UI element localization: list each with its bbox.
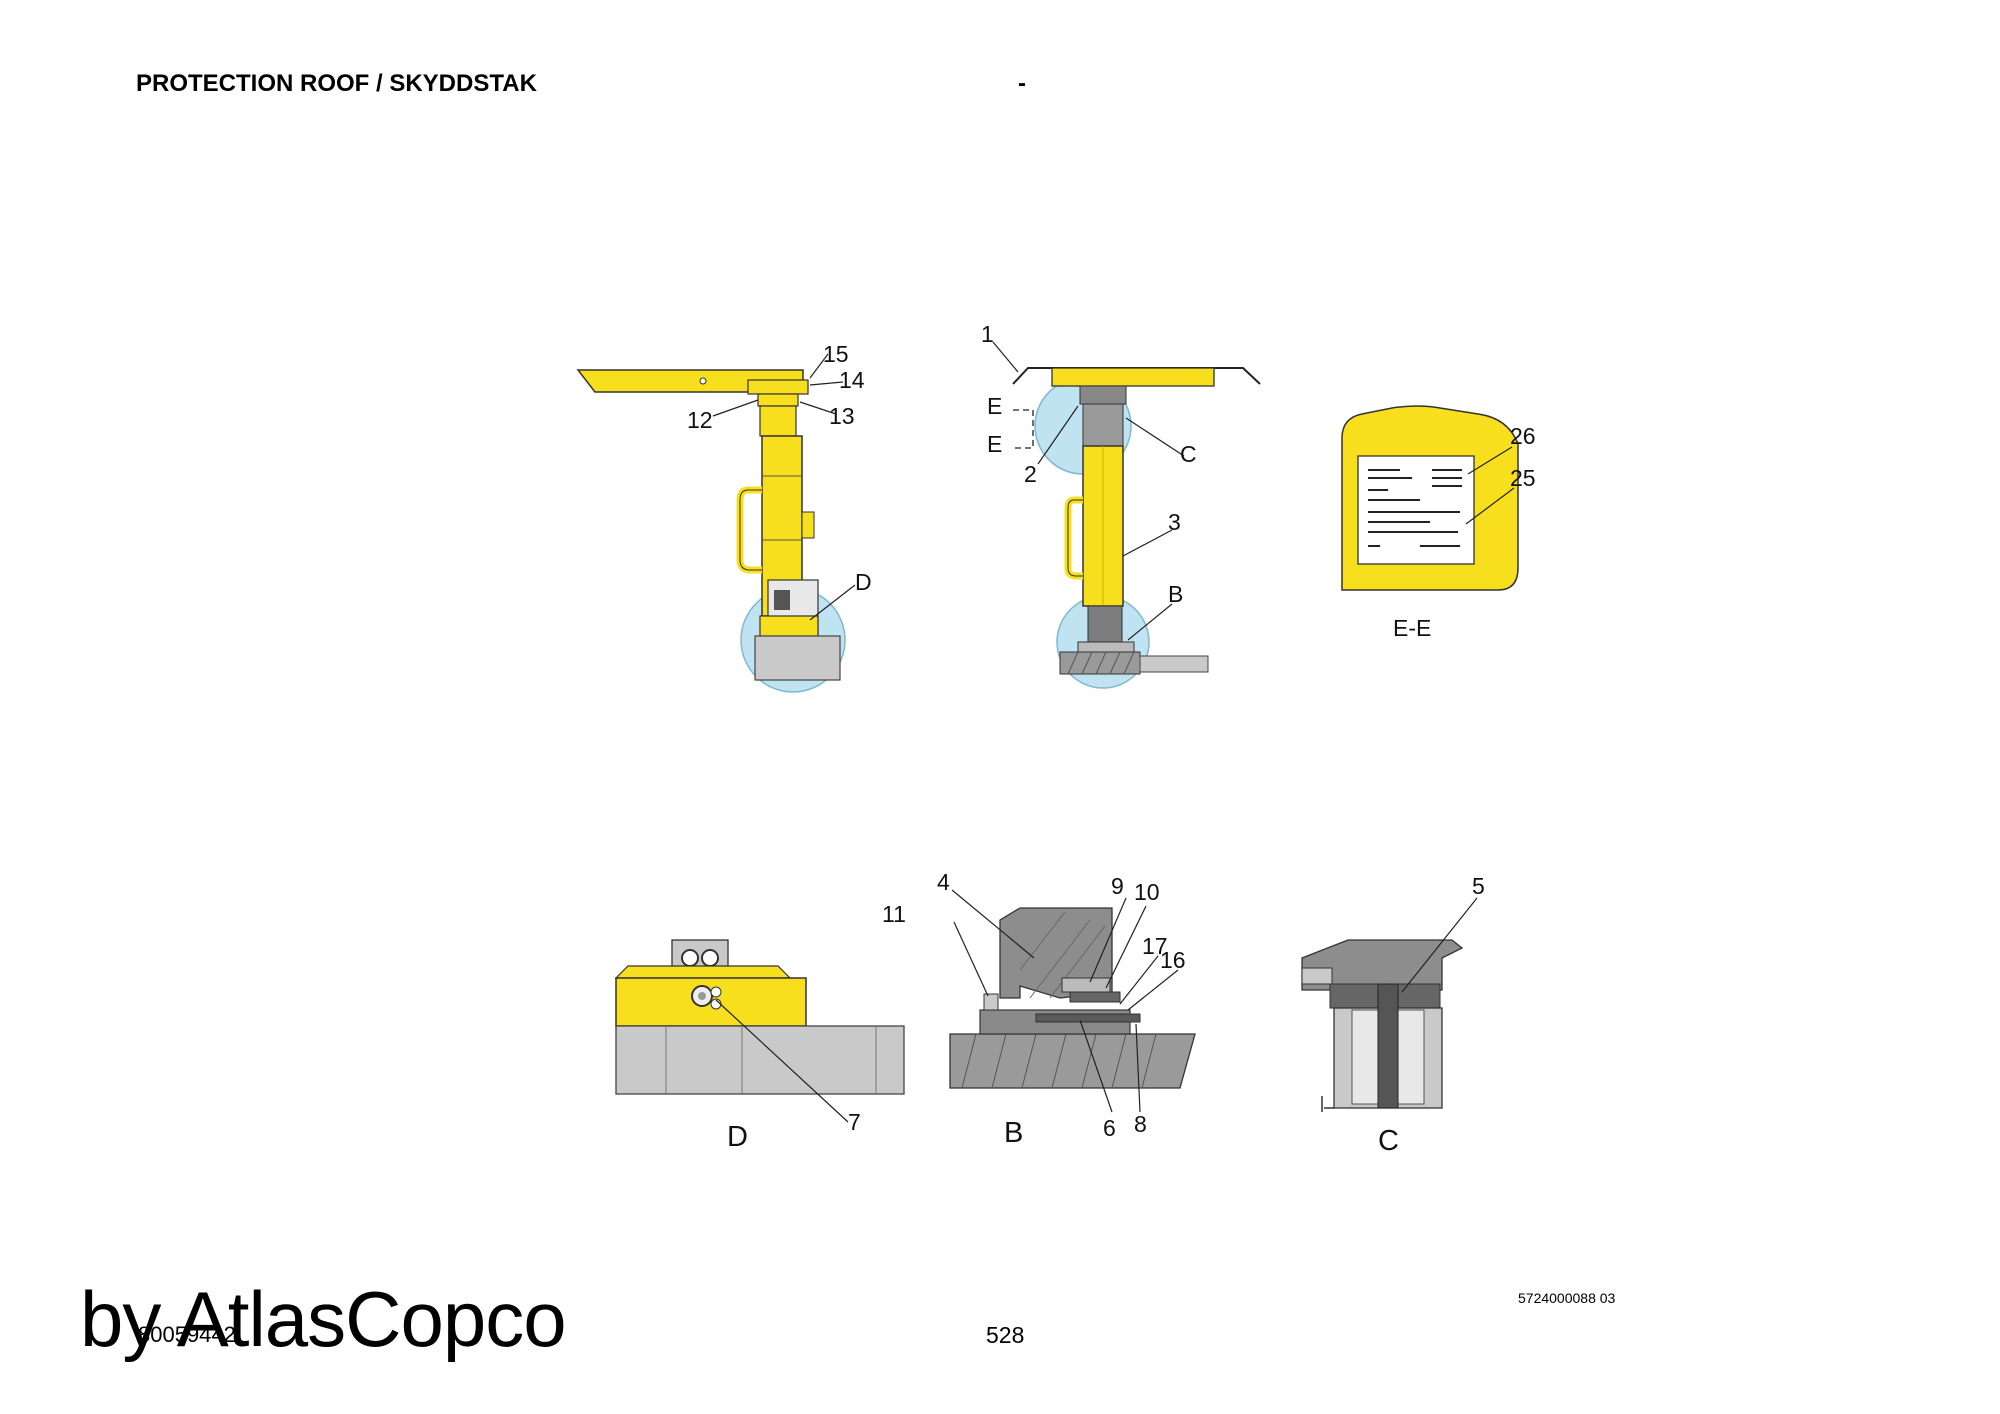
page-number: 528 bbox=[986, 1322, 1025, 1348]
view-labels: E-E D B C bbox=[727, 615, 1431, 1157]
callout-b: B bbox=[1168, 581, 1183, 607]
callout-8: 8 bbox=[1134, 1111, 1147, 1137]
grey-base bbox=[615, 1025, 905, 1095]
callout-11: 11 bbox=[882, 901, 906, 927]
part-number: 80059442 bbox=[138, 1322, 236, 1347]
page-title: PROTECTION ROOF / SKYDDSTAK bbox=[136, 70, 537, 97]
view-label-b: B bbox=[1004, 1117, 1023, 1149]
detail-d-view bbox=[614, 939, 905, 1123]
detail-b-view bbox=[949, 889, 1196, 1113]
front-section-view bbox=[992, 341, 1261, 689]
header-dash: - bbox=[1018, 70, 1026, 97]
callout-16: 16 bbox=[1160, 947, 1186, 973]
roof-section bbox=[1051, 367, 1215, 387]
identification-sign bbox=[1357, 455, 1475, 565]
detail-c-view bbox=[1301, 897, 1478, 1112]
section-ee-view bbox=[1341, 405, 1519, 591]
callout-labels: 15 14 13 12 D 1 E E 2 C 3 B 26 25 4 11 9… bbox=[687, 321, 1536, 1141]
floor-hatched bbox=[949, 1033, 1196, 1089]
side-view bbox=[576, 353, 856, 693]
callout-26: 26 bbox=[1510, 423, 1536, 449]
callout-10: 10 bbox=[1134, 879, 1160, 905]
view-label-d: D bbox=[727, 1121, 748, 1153]
callout-e-upper: E bbox=[987, 393, 1002, 419]
callout-9: 9 bbox=[1111, 873, 1124, 899]
callout-13: 13 bbox=[829, 403, 855, 429]
floor-section bbox=[1059, 651, 1141, 675]
callout-d: D bbox=[855, 569, 872, 595]
callout-15: 15 bbox=[823, 341, 849, 367]
callout-17: 17 bbox=[1142, 933, 1168, 959]
view-label-ee: E-E bbox=[1393, 615, 1431, 641]
callout-12: 12 bbox=[687, 407, 713, 433]
watermark: by AtlasCopco bbox=[80, 1275, 567, 1363]
callout-6: 6 bbox=[1103, 1115, 1116, 1141]
callout-7: 7 bbox=[848, 1109, 861, 1135]
callout-1: 1 bbox=[981, 321, 994, 347]
callout-2: 2 bbox=[1024, 461, 1037, 487]
callout-c: C bbox=[1180, 441, 1197, 467]
callout-3: 3 bbox=[1168, 509, 1181, 535]
callout-5: 5 bbox=[1472, 873, 1485, 899]
base-block bbox=[754, 635, 841, 681]
callout-14: 14 bbox=[839, 367, 865, 393]
upright-block bbox=[999, 907, 1113, 999]
callout-e-lower: E bbox=[987, 431, 1002, 457]
callout-25: 25 bbox=[1510, 465, 1536, 491]
callout-4: 4 bbox=[937, 869, 950, 895]
view-label-c: C bbox=[1378, 1125, 1399, 1157]
document-number: 5724000088 03 bbox=[1518, 1290, 1616, 1306]
